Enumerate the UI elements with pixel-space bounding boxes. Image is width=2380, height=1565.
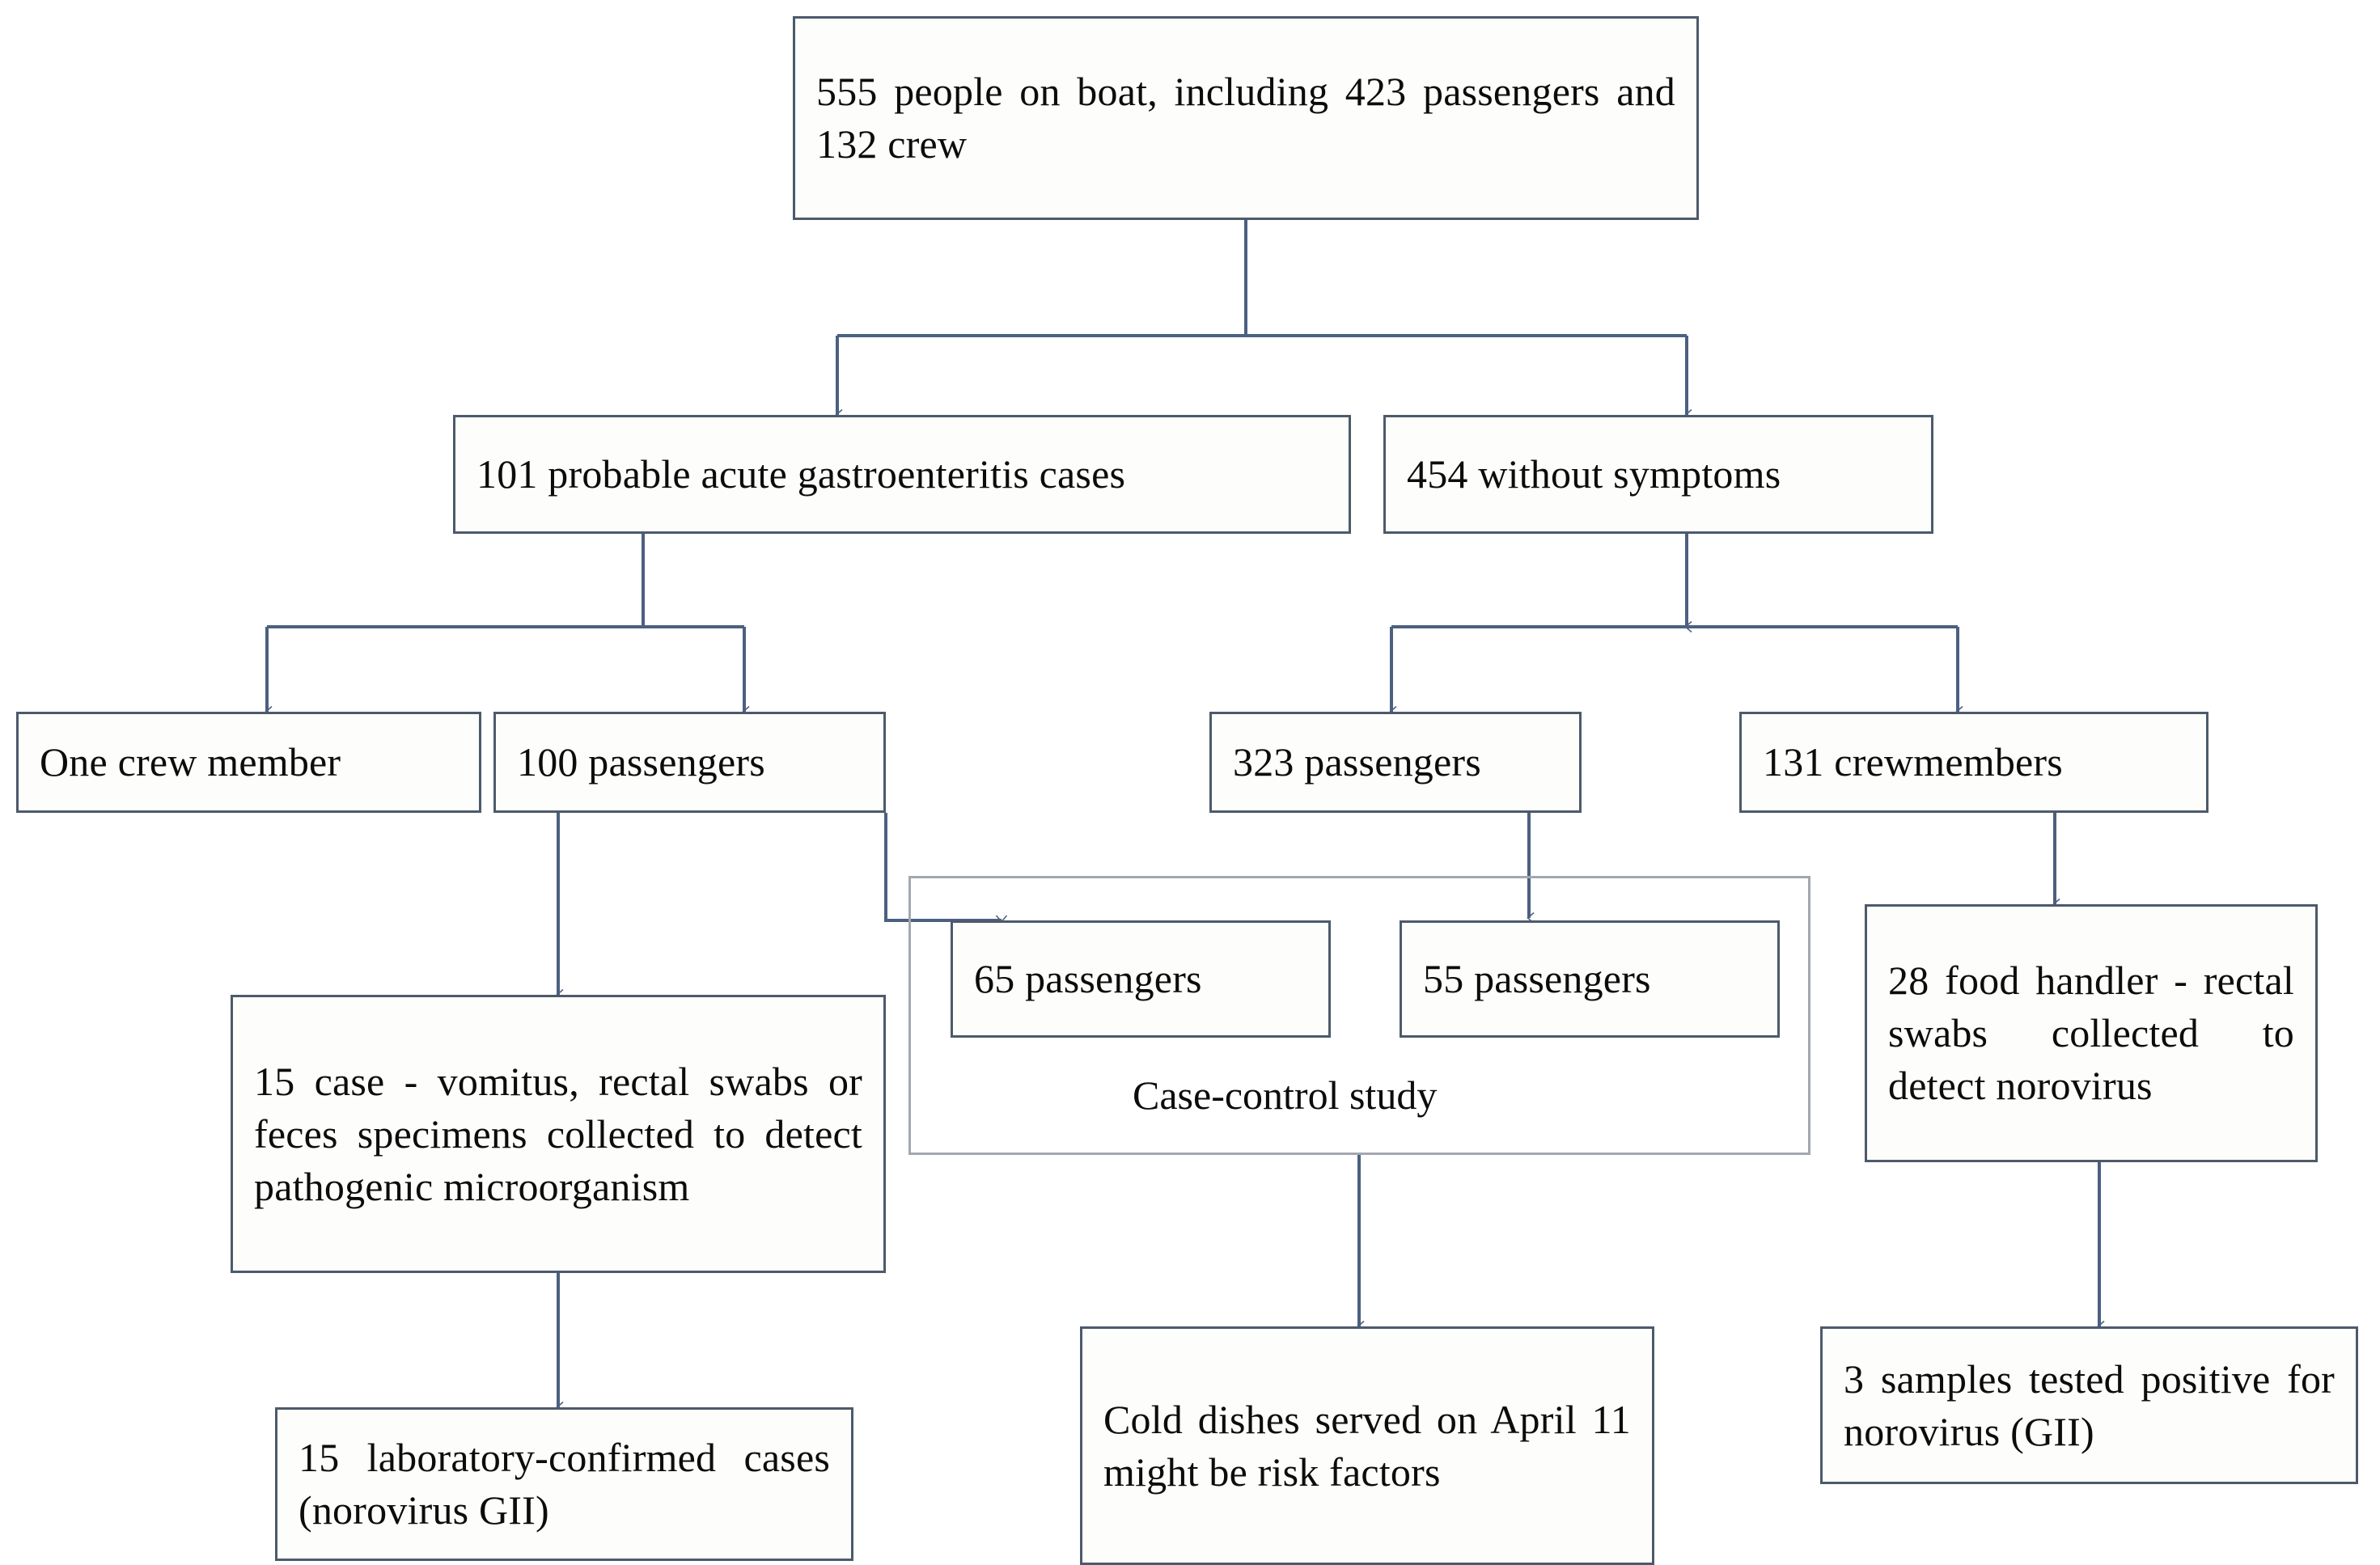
node-cc-controls: 55 passengers	[1400, 920, 1780, 1038]
node-without-symptoms-label: 454 without symptoms	[1407, 451, 1781, 497]
node-cc-cases-label: 65 passengers	[974, 956, 1202, 1001]
node-case-crew-member-label: One crew member	[40, 739, 341, 785]
node-case-specimens-label: 15 case - vomitus, rectal swabs or feces…	[254, 1058, 862, 1209]
node-cc-controls-label: 55 passengers	[1423, 956, 1651, 1001]
node-food-handler-swabs: 28 food handler - rectal swabs collected…	[1865, 904, 2318, 1162]
node-case-specimens: 15 case - vomitus, rectal swabs or feces…	[231, 995, 886, 1273]
node-total-population: 555 people on boat, including 423 passen…	[793, 16, 1699, 220]
node-case-passengers: 100 passengers	[493, 712, 886, 813]
node-well-passengers: 323 passengers	[1209, 712, 1582, 813]
node-without-symptoms: 454 without symptoms	[1383, 415, 1933, 534]
node-risk-factor-label: Cold dishes served on April 11 might be …	[1103, 1396, 1631, 1495]
node-case-passengers-label: 100 passengers	[517, 739, 765, 785]
node-case-crew-member: One crew member	[16, 712, 481, 813]
node-risk-factor: Cold dishes served on April 11 might be …	[1080, 1326, 1654, 1565]
node-samples-positive: 3 samples tested positive for norovirus …	[1820, 1326, 2358, 1484]
node-probable-cases-label: 101 probable acute gastroenteritis cases	[476, 451, 1126, 497]
node-probable-cases: 101 probable acute gastroenteritis cases	[453, 415, 1351, 534]
node-cc-cases: 65 passengers	[951, 920, 1331, 1038]
node-well-crewmembers-label: 131 crewmembers	[1763, 739, 2063, 785]
node-lab-confirmed-cases: 15 laboratory-confirmed cases (norovirus…	[275, 1407, 853, 1561]
group-case-control-study-label: Case-control study	[1133, 1072, 1438, 1118]
node-well-passengers-label: 323 passengers	[1233, 739, 1481, 785]
node-total-population-label: 555 people on boat, including 423 passen…	[816, 69, 1675, 167]
group-case-control-study	[908, 876, 1810, 1155]
node-lab-confirmed-cases-label: 15 laboratory-confirmed cases (norovirus…	[299, 1435, 830, 1533]
node-food-handler-swabs-label: 28 food handler - rectal swabs collected…	[1888, 958, 2294, 1108]
node-samples-positive-label: 3 samples tested positive for norovirus …	[1844, 1356, 2335, 1454]
node-well-crewmembers: 131 crewmembers	[1739, 712, 2208, 813]
